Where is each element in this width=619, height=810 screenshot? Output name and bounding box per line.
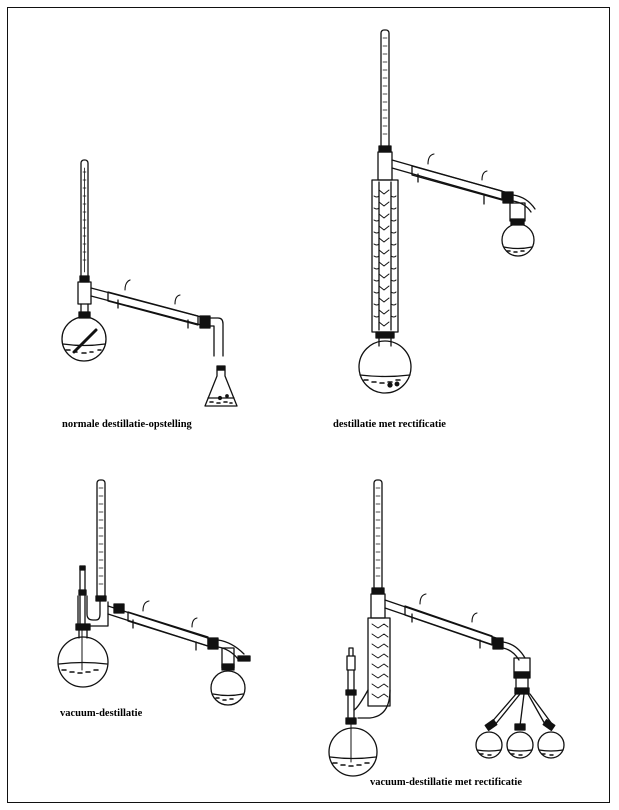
caption-rectification: destillatie met rectificatie	[333, 419, 446, 430]
round-flask-6	[328, 727, 378, 777]
packed-column	[367, 617, 391, 707]
round-flask-4	[210, 670, 246, 706]
vacuum-rectification-setup	[328, 479, 565, 777]
normal-distillation-setup	[61, 159, 238, 407]
caption-vacuum-distillation: vacuum-destillatie	[60, 708, 143, 719]
rectification-setup	[358, 29, 536, 394]
figure-frame	[7, 7, 610, 803]
round-flask-3	[358, 340, 412, 394]
caption-vacuum-rectification: vacuum-destillatie met rectificatie	[370, 777, 522, 788]
receiver-flask-c	[537, 731, 565, 759]
round-flask-1	[61, 316, 107, 362]
round-flask-2	[501, 223, 535, 257]
erlenmeyer-flask	[204, 369, 238, 407]
thermometer-3	[96, 479, 106, 599]
thermometer-1	[80, 159, 89, 281]
thermometer-2	[380, 29, 390, 149]
vigreux-column	[371, 179, 399, 333]
thermometer-4	[373, 479, 383, 591]
vacuum-distillation-setup	[57, 479, 251, 706]
receiver-flask-b	[506, 731, 534, 759]
round-flask-5	[57, 636, 109, 688]
caption-normal-distillation: normale destillatie-opstelling	[62, 419, 192, 430]
receiver-flask-a	[475, 731, 503, 759]
